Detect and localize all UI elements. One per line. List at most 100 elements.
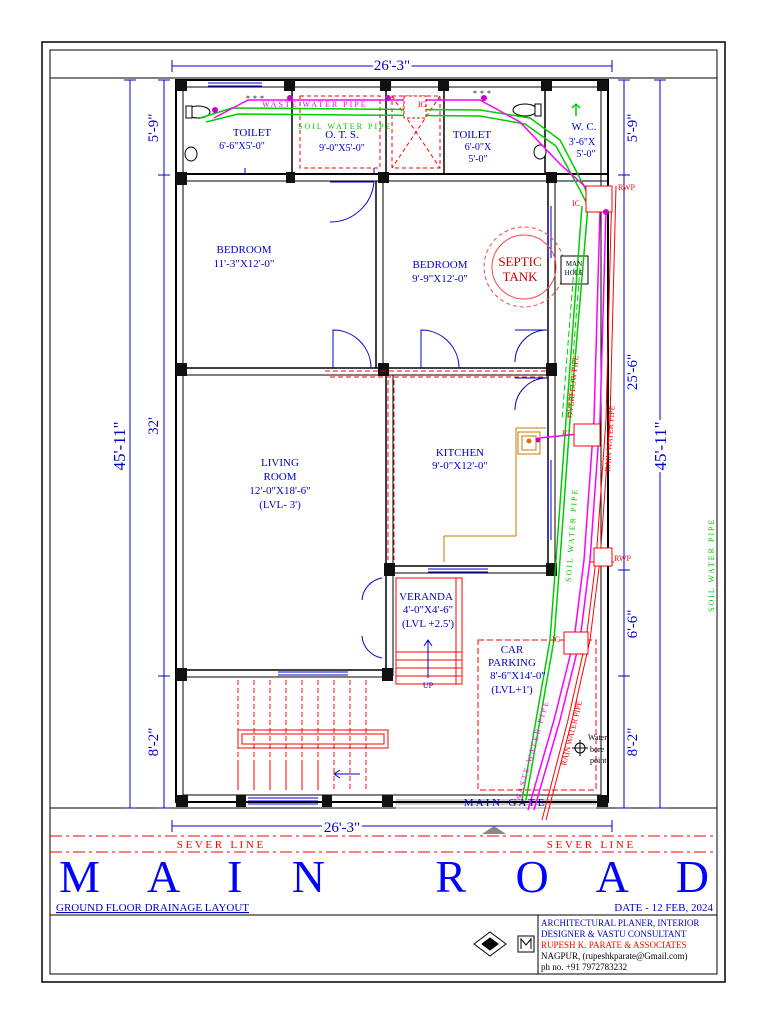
- water-bore-label-3: point.: [590, 756, 608, 765]
- kitchen-name: KITCHEN: [436, 447, 484, 459]
- svg-text:*: *: [260, 94, 264, 103]
- living-name1: LIVING: [261, 457, 299, 469]
- car-parking-outline: [477, 639, 597, 791]
- veranda-name: VERANDA: [399, 591, 453, 603]
- main-road-title: M A I N R O A D: [59, 851, 709, 902]
- ic-label-top: IC: [418, 100, 426, 109]
- dim-right-top: 5'-9": [625, 114, 641, 143]
- kitchen-platform: [443, 427, 546, 562]
- dim-bottom-width: 26'-3": [324, 820, 360, 836]
- dim-right-lower: 6'-6": [625, 610, 641, 639]
- windows: [208, 82, 552, 805]
- layout-title: GROUND FLOOR DRAINAGE LAYOUT: [56, 902, 249, 914]
- dim-left-bottom: 8'-2": [146, 728, 162, 757]
- inspection-chambers: [403, 95, 613, 655]
- inner-sheet-border: [49, 49, 718, 975]
- water-bore-point: [572, 740, 588, 756]
- toilet1-size: 6'-6"X5'-0": [219, 141, 265, 152]
- firm-phone: ph no. +91 7972783232: [541, 962, 627, 972]
- firm-logo-icon: [473, 931, 535, 957]
- manhole-label-2: HOLE: [565, 269, 584, 277]
- staircase: [237, 680, 389, 790]
- dim-right-total: 45'-11": [651, 421, 670, 470]
- building-walls: [175, 79, 609, 803]
- veranda-level: (LVL +2.5'): [402, 618, 454, 630]
- waste-water-pipe-route: [213, 99, 607, 811]
- drawing-date: DATE - 12 FEB, 2024: [614, 902, 713, 914]
- drain-dashes: [325, 370, 548, 560]
- bedroom2-name: BEDROOM: [412, 259, 467, 271]
- dim-left-top: 5'-9": [146, 114, 162, 143]
- svg-text:*: *: [487, 89, 491, 98]
- toilet2-name: TOILET: [453, 129, 492, 141]
- bedroom2-size: 9'-9"X12'-0": [412, 273, 468, 285]
- dim-top-width: 26'-3": [374, 58, 410, 74]
- dimension-lines: [124, 60, 666, 832]
- main-gate: [396, 799, 596, 809]
- dim-left-total: 45'-11": [110, 421, 129, 470]
- dim-right-mid: 25'-6": [625, 354, 641, 390]
- living-size: 12'-0"X18'-6": [249, 485, 310, 497]
- manhole-label-1: MAN: [566, 260, 582, 268]
- firm-line-1: ARCHITECTURAL PLANER, INTERIOR: [541, 918, 699, 928]
- wc-size2: 5'-0": [576, 149, 595, 160]
- svg-text:*: *: [246, 94, 250, 103]
- sever-line-label-left: S E V E R L I N E: [177, 839, 264, 851]
- septic-label-2: TANK: [502, 269, 538, 284]
- rain-pipe-label-upper: RAIN WATER PIPE: [603, 405, 617, 472]
- sever-line: [50, 835, 717, 853]
- soil-pipe-label-mid: SOIL WATER PIPE: [564, 487, 580, 582]
- septic-label-1: SEPTIC: [498, 254, 541, 269]
- living-name2: ROOM: [263, 471, 296, 483]
- svg-text:*: *: [473, 89, 477, 98]
- soil-pipe-label-right: SOIL WATER PIPE: [707, 518, 716, 612]
- parking-size: 8'-6"X14'-0": [490, 670, 546, 682]
- parking-name2: PARKING: [488, 657, 536, 669]
- wc-name: W. C.: [572, 121, 597, 133]
- ots-size: 9'-0"X5'-0": [319, 143, 365, 154]
- overflow-pipe-label: OVERFLOW PIPE: [565, 355, 581, 418]
- ic-label-wc: IC: [572, 199, 580, 208]
- main-gate-label: M A I N G A T E: [464, 797, 545, 809]
- firm-address: NAGPUR, (rupeshkparate@Gmail.com): [541, 951, 688, 961]
- structural-columns: [176, 80, 608, 807]
- toilet1-name: TOILET: [233, 127, 272, 139]
- soil-pipe-label-top: SOIL WATER PIPE: [298, 122, 392, 131]
- stair-arrow: [333, 639, 433, 779]
- ic-label-kitchen: IC: [562, 429, 570, 438]
- veranda-steps: [395, 577, 463, 685]
- firm-name: RUPESH K. PARATE & ASSOCIATES: [541, 940, 686, 950]
- svg-text:*: *: [480, 89, 484, 98]
- parking-name1: CAR: [501, 644, 524, 656]
- outer-sheet-border: [41, 41, 726, 983]
- bedroom1-size: 11'-3"X12'-0": [214, 258, 275, 270]
- firm-line-2: DESIGNER & VASTU CONSULTANT: [541, 929, 687, 939]
- up-label: UP: [423, 681, 434, 690]
- gate-ramp: [482, 826, 506, 834]
- rwp-label-top: RWP: [618, 183, 635, 192]
- toilet2-size1: 6'-0"X: [465, 142, 492, 153]
- rwp-label-mid: RWP: [614, 554, 631, 563]
- ots-name: O. T. S.: [325, 129, 359, 141]
- waste-pipe-label-top: WASTE WATER PIPE: [262, 100, 368, 109]
- bedroom1-name: BEDROOM: [216, 244, 271, 256]
- ots-box: [299, 95, 441, 169]
- dim-right-bottom: 8'-2": [625, 728, 641, 757]
- kitchen-size: 9'-0"X12'-0": [432, 460, 488, 472]
- water-bore-label-2: bore: [590, 745, 605, 754]
- overflow-pipe-route: [561, 267, 581, 421]
- dim-left-mid: 32': [146, 417, 162, 435]
- wc-size1: 3'-6"X: [569, 137, 596, 148]
- vent-marks: *** ***: [246, 89, 491, 103]
- sever-line-label-right: S E V E R L I N E: [547, 839, 634, 851]
- water-bore-label-1: Water: [588, 733, 607, 742]
- door-swings: [244, 168, 548, 659]
- living-level: (LVL- 3'): [259, 499, 301, 511]
- veranda-size: 4'-0"X4'-6": [403, 604, 453, 616]
- toilet2-size2: 5'-0": [468, 154, 487, 165]
- ic-label-parking: IC: [552, 635, 560, 644]
- parking-level: (LVL+1'): [491, 684, 533, 696]
- pipe-junction-points: [212, 95, 609, 443]
- svg-text:*: *: [253, 94, 257, 103]
